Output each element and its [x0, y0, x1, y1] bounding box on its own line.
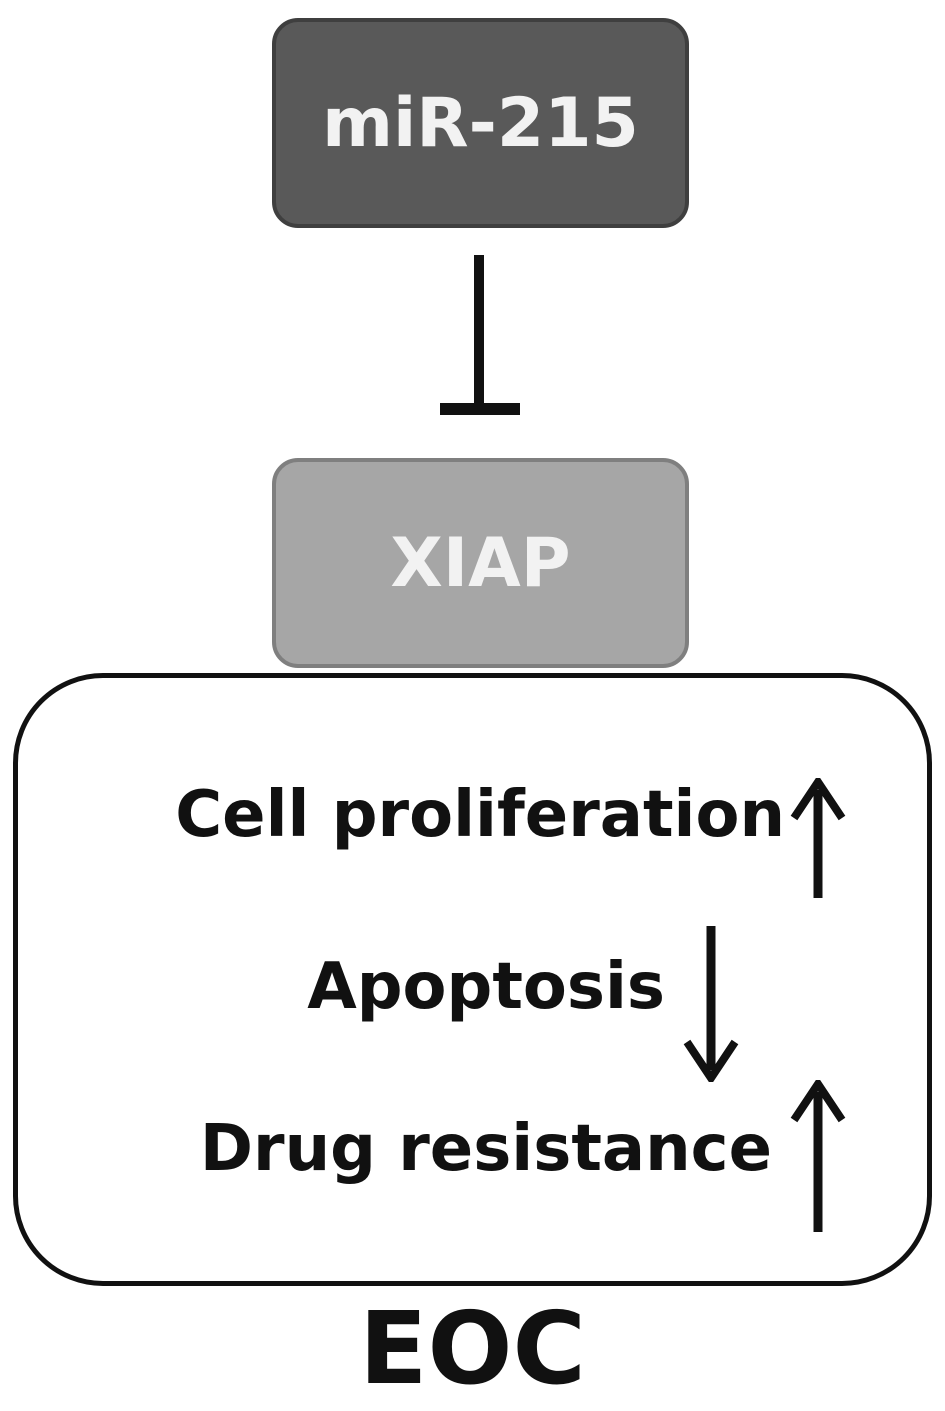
outcome-box	[13, 673, 932, 1286]
mir-215-node: miR-215	[272, 18, 689, 228]
down-arrow-icon	[683, 926, 739, 1082]
eoc-label: EOC	[359, 1290, 586, 1407]
up-arrow-icon	[790, 1080, 846, 1232]
mir-215-label: miR-215	[322, 83, 639, 163]
xiap-node: XIAP	[272, 458, 689, 668]
effect-label-cell-proliferation: Cell proliferation	[175, 778, 785, 852]
effect-label-drug-resistance: Drug resistance	[199, 1112, 772, 1186]
inhibition-edge-line	[474, 255, 484, 415]
xiap-label: XIAP	[390, 523, 571, 603]
effect-label-apoptosis: Apoptosis	[307, 950, 665, 1024]
inhibition-edge-bar	[440, 403, 520, 415]
up-arrow-icon	[790, 778, 846, 898]
